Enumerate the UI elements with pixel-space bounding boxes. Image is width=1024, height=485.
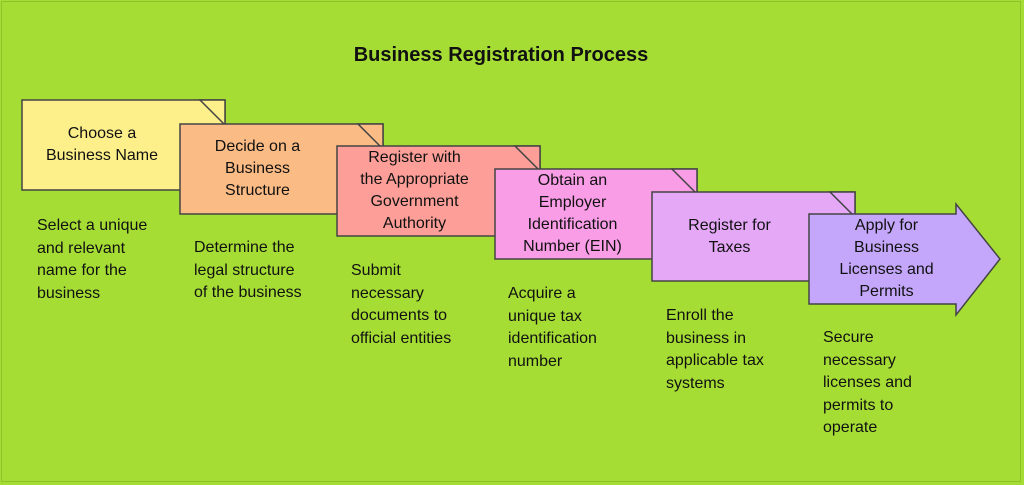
step-2-label-text: Decide on a Business Structure bbox=[214, 138, 301, 199]
step-6-label: Apply for Business Licenses and Permits bbox=[809, 214, 964, 304]
step-4-description: Acquire a unique tax identification numb… bbox=[508, 285, 597, 370]
step-3-shape bbox=[336, 145, 541, 237]
step-1-label-text: Choose a Business Name bbox=[45, 125, 159, 164]
step-1-label: Choose a Business Name bbox=[22, 100, 182, 190]
step-6-arrow-shape bbox=[808, 201, 1001, 318]
diagram-title: Business Registration Process bbox=[353, 44, 649, 66]
step-4-label-text: Obtain an Employer Identification Number… bbox=[523, 172, 622, 255]
step-6-label-text: Apply for Business Licenses and Permits bbox=[839, 217, 934, 300]
step-5-label-text: Register for Taxes bbox=[688, 216, 771, 256]
step-5-shape bbox=[651, 191, 856, 282]
step-6-description: Secure necessary licenses and permits to… bbox=[823, 329, 912, 436]
step-4-label: Obtain an Employer Identification Number… bbox=[495, 169, 650, 259]
step-3-label: Register with the Appropriate Government… bbox=[337, 146, 492, 236]
step-1-description: Select a unique and relevant name for th… bbox=[37, 217, 148, 302]
step-5-label: Register for Taxes bbox=[652, 192, 807, 281]
step-3-description: Submit necessary documents to official e… bbox=[351, 262, 452, 347]
step-5-description: Enroll the business in applicable tax sy… bbox=[666, 307, 764, 392]
step-2-description: Determine the legal structure of the bus… bbox=[194, 239, 302, 301]
step-3-label-text: Register with the Appropriate Government… bbox=[360, 149, 469, 232]
step-2-label: Decide on a Business Structure bbox=[180, 124, 335, 214]
